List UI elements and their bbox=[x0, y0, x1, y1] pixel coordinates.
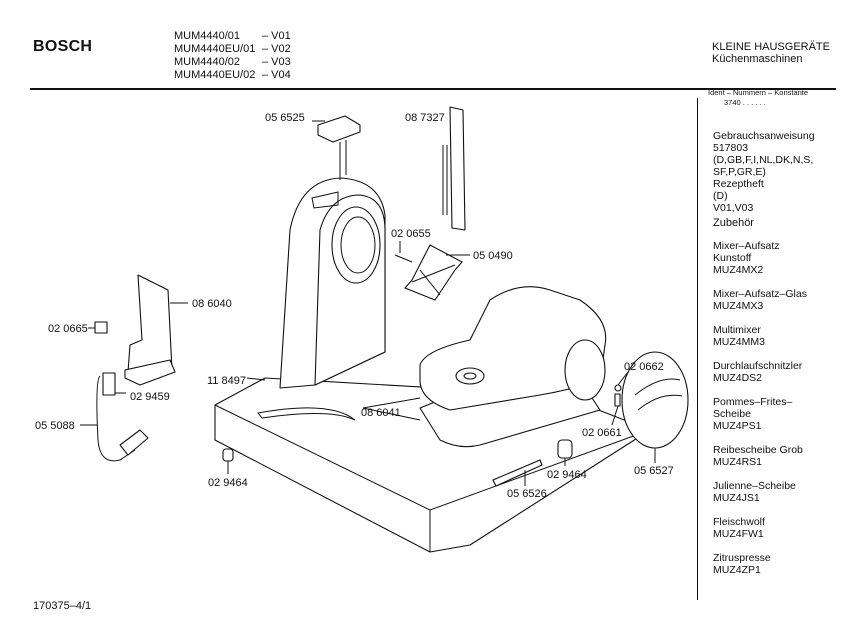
coupling-part bbox=[394, 241, 470, 301]
subcategory: Küchenmaschinen bbox=[712, 53, 803, 65]
model: MUM4440EU/01 bbox=[174, 43, 256, 55]
accessory-code: MUZ4ZP1 bbox=[713, 564, 761, 576]
variant: – V02 bbox=[262, 43, 291, 55]
model-row: MUM4440EU/01 – V02 bbox=[174, 43, 291, 56]
accessory-code: MUZ4MM3 bbox=[713, 336, 765, 348]
part-label-08-7327: 08 7327 bbox=[405, 112, 445, 124]
part-label-05-5088: 05 5088 bbox=[35, 420, 75, 432]
accessory-code: MUZ4RS1 bbox=[713, 456, 763, 468]
part-label-02-0665: 02 0665 bbox=[48, 323, 88, 335]
manual-line: 517803 bbox=[713, 142, 749, 154]
manual-line: SF,P,GR,E) bbox=[713, 166, 766, 178]
sidebar: Gebrauchsanweisung 517803 (D,GB,F,I,NL,D… bbox=[713, 130, 815, 588]
manual-line: (D,GB,F,I,NL,DK,N,S, bbox=[713, 154, 814, 166]
model-row: MUM4440/01 – V01 bbox=[174, 30, 291, 43]
part-label-02-0655: 02 0655 bbox=[391, 228, 431, 240]
accessory-code: MUZ4MX3 bbox=[713, 300, 764, 312]
accessory-name: Scheibe bbox=[713, 408, 751, 420]
drawing-number: 170375–4/1 bbox=[33, 600, 92, 612]
variant: – V01 bbox=[262, 30, 291, 42]
part-label-08-6041: 08 6041 bbox=[361, 407, 401, 419]
model-row: MUM4440/02 – V03 bbox=[174, 56, 291, 69]
stand-column-part bbox=[279, 177, 386, 389]
part-label-02-9464: 02 9464 bbox=[547, 469, 587, 481]
accessory-code: MUZ4DS2 bbox=[713, 372, 763, 384]
accessory-name: Fleischwolf bbox=[713, 516, 765, 528]
brand-logo: BOSCH bbox=[33, 38, 93, 55]
part-label-08-6040: 08 6040 bbox=[192, 298, 232, 310]
accessory-name: Zitruspresse bbox=[713, 552, 771, 564]
accessory-name: Pommes–Frites– bbox=[713, 396, 793, 408]
part-label-05-0490: 05 0490 bbox=[473, 250, 513, 262]
ident-value: 3740 . . . . . . bbox=[724, 98, 766, 107]
accessory-name: Multimixer bbox=[713, 324, 761, 336]
manual-line: Gebrauchsanweisung bbox=[713, 130, 815, 142]
control-board-part bbox=[80, 274, 266, 462]
part-label-02-9459: 02 9459 bbox=[130, 391, 170, 403]
accessories-title: Zubehör bbox=[713, 217, 754, 229]
part-label-02-9464: 02 9464 bbox=[208, 477, 248, 489]
manual-line: V01,V03 bbox=[713, 202, 754, 214]
small-parts bbox=[222, 371, 629, 487]
model-row: MUM4440EU/02 – V04 bbox=[174, 69, 291, 82]
motor-housing-part bbox=[362, 286, 607, 448]
accessory-name: Reibescheibe Grob bbox=[713, 444, 803, 456]
sidebar-divider bbox=[697, 98, 698, 600]
model-list: MUM4440/01 – V01 MUM4440EU/01 – V02 MUM444… bbox=[174, 30, 291, 82]
variant: – V04 bbox=[262, 69, 291, 81]
variant: – V03 bbox=[262, 56, 291, 68]
part-label-05-6527: 05 6527 bbox=[634, 465, 674, 477]
manual-info: Gebrauchsanweisung 517803 (D,GB,F,I,NL,D… bbox=[713, 130, 815, 214]
front-cover-part bbox=[621, 351, 689, 463]
manual-line: (D) bbox=[713, 190, 728, 202]
part-label-11-8497: 11 8497 bbox=[207, 375, 246, 387]
accessory-name: Mixer–Aufsatz bbox=[713, 240, 780, 252]
accessory-code: MUZ4JS1 bbox=[713, 492, 760, 504]
ident-label: Ident – Nummern – Konstante bbox=[708, 88, 809, 97]
model: MUM4440/01 bbox=[174, 30, 241, 42]
accessory-name: Julienne–Scheibe bbox=[713, 480, 796, 492]
switch-knob-part bbox=[312, 115, 361, 180]
part-label-05-6525: 05 6525 bbox=[265, 112, 305, 124]
accessory-code: MUZ4FW1 bbox=[713, 528, 764, 540]
model: MUM4440/02 bbox=[174, 56, 241, 68]
accessory-code: MUZ4PS1 bbox=[713, 420, 762, 432]
bracket-part bbox=[442, 106, 466, 231]
accessory-name: Durchlaufschnitzler bbox=[713, 360, 803, 372]
model: MUM4440EU/02 bbox=[174, 69, 256, 81]
category: KLEINE HAUSGERÄTE bbox=[712, 41, 830, 53]
accessory-name: Kunstoff bbox=[713, 252, 752, 264]
accessory-code: MUZ4MX2 bbox=[713, 264, 764, 276]
ident-block: Ident – Nummern – Konstante 3740 . . . .… bbox=[708, 88, 808, 108]
accessory-name: Mixer–Aufsatz–Glas bbox=[713, 288, 807, 300]
manual-line: Rezeptheft bbox=[713, 178, 764, 190]
part-label-05-6526: 05 6526 bbox=[507, 488, 547, 500]
part-label-02-0662: 02 0662 bbox=[624, 361, 664, 373]
part-label-02-0661: 02 0661 bbox=[582, 427, 622, 439]
header-divider bbox=[30, 88, 836, 90]
category-block: KLEINE HAUSGERÄTE Küchenmaschinen bbox=[712, 41, 830, 65]
